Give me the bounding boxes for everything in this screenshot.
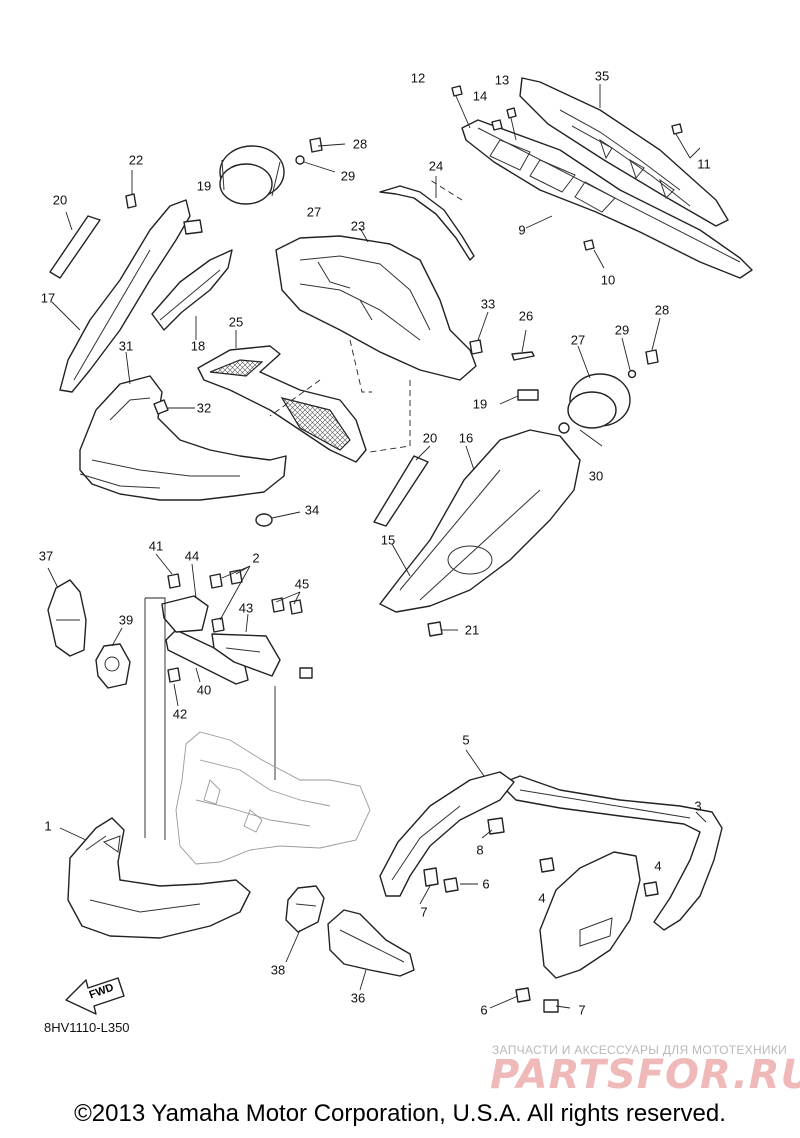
callout-31[interactable]: 31 [118, 338, 134, 354]
cowling-outer-panel-35 [519, 77, 729, 227]
callout-28-upper[interactable]: 28 [352, 136, 368, 152]
bracket-39 [95, 643, 131, 689]
decal-20-right [373, 455, 429, 527]
callout-28-right[interactable]: 28 [654, 302, 670, 318]
callout-24[interactable]: 24 [428, 158, 444, 174]
callout-39[interactable]: 39 [118, 612, 134, 628]
callout-41[interactable]: 41 [148, 538, 164, 554]
callout-20-left[interactable]: 20 [52, 192, 68, 208]
guard-bar-3 [499, 775, 723, 931]
callout-33[interactable]: 33 [480, 296, 496, 312]
callout-13[interactable]: 13 [494, 72, 510, 88]
callout-23[interactable]: 23 [350, 218, 366, 234]
pad-19-left [183, 219, 203, 235]
callout-4-lower[interactable]: 4 [538, 890, 546, 906]
side-cover-15-16 [379, 429, 581, 613]
bolts-2-41-42-45 [167, 565, 313, 683]
callout-26[interactable]: 26 [518, 308, 534, 324]
callout-6-lower[interactable]: 6 [480, 1002, 488, 1018]
mesh-panel-25 [197, 345, 367, 463]
callout-38[interactable]: 38 [270, 962, 286, 978]
bolt-28-washer-29 [295, 137, 346, 173]
callout-25[interactable]: 25 [228, 314, 244, 330]
callout-19-left[interactable]: 19 [196, 178, 212, 194]
leader-lines-stays [144, 597, 276, 840]
callout-22[interactable]: 22 [128, 152, 144, 168]
forward-arrow-icon: FWD [65, 977, 125, 1015]
callout-4-guard[interactable]: 4 [654, 858, 662, 874]
callout-12[interactable]: 12 [410, 70, 426, 86]
callout-7-upper[interactable]: 7 [420, 904, 428, 920]
callout-10[interactable]: 10 [600, 272, 616, 288]
callout-27-upper[interactable]: 27 [306, 204, 322, 220]
cover-38 [285, 885, 325, 933]
inner-panel-23 [275, 235, 477, 381]
side-guard-5 [379, 771, 515, 897]
callout-14[interactable]: 14 [472, 88, 488, 104]
callout-20-right[interactable]: 20 [422, 430, 438, 446]
copyright-notice: ©2013 Yamaha Motor Corporation, U.S.A. A… [74, 1100, 726, 1127]
diagram-code: 8HV1110-L350 [44, 1020, 130, 1035]
pad-19-right [517, 389, 539, 401]
callout-11[interactable]: 11 [697, 156, 711, 172]
watermark-logo: PARTSFOR.RU [490, 1052, 800, 1098]
screws-26-28-29-30-33-21 [427, 339, 659, 637]
callout-17[interactable]: 17 [40, 290, 56, 306]
callout-37[interactable]: 37 [38, 548, 54, 564]
front-cowling-1 [67, 817, 251, 939]
callout-44[interactable]: 44 [184, 548, 200, 564]
bolt-22 [125, 170, 137, 209]
air-duct-27-right [567, 373, 631, 429]
rod-24 [379, 185, 475, 261]
callout-7-lower[interactable]: 7 [578, 1002, 586, 1018]
callout-15[interactable]: 15 [380, 532, 396, 548]
frame-ghost [175, 731, 371, 865]
decal-20-left [49, 215, 101, 279]
callout-leaders [47, 84, 707, 1009]
callout-40[interactable]: 40 [196, 682, 212, 698]
air-duct-27 [219, 145, 285, 205]
callout-35[interactable]: 35 [594, 68, 610, 84]
cover-36 [327, 909, 415, 977]
side-panel-17 [59, 199, 191, 393]
callout-8[interactable]: 8 [476, 842, 484, 858]
callout-43[interactable]: 43 [238, 600, 254, 616]
grommet-34 [255, 511, 301, 527]
callout-30[interactable]: 30 [588, 468, 604, 484]
callout-34[interactable]: 34 [304, 502, 320, 518]
callout-19-right[interactable]: 19 [472, 396, 488, 412]
callout-21[interactable]: 21 [464, 622, 480, 638]
callout-27-right[interactable]: 27 [570, 332, 586, 348]
cowling-inner-panel-9 [461, 119, 753, 279]
callout-1[interactable]: 1 [44, 818, 52, 834]
callout-42[interactable]: 42 [172, 706, 188, 722]
callout-5[interactable]: 5 [462, 732, 470, 748]
callout-16[interactable]: 16 [458, 430, 474, 446]
callout-36[interactable]: 36 [350, 990, 366, 1006]
cover-18 [151, 249, 233, 331]
callout-29-upper[interactable]: 29 [340, 168, 356, 184]
callout-3[interactable]: 3 [694, 798, 702, 814]
callout-2[interactable]: 2 [252, 550, 260, 566]
screws-12-13-14 [451, 85, 691, 251]
callout-29-right[interactable]: 29 [614, 322, 630, 338]
callout-18[interactable]: 18 [190, 338, 206, 354]
guard-cover-right [539, 851, 641, 979]
callout-6-upper[interactable]: 6 [482, 876, 490, 892]
bracket-37 [47, 579, 87, 657]
clip-32 [153, 399, 195, 415]
callout-9[interactable]: 9 [518, 222, 526, 238]
stay-40-bracket-43-44 [161, 595, 281, 685]
callout-45[interactable]: 45 [294, 576, 310, 592]
air-duct-31 [79, 375, 287, 501]
callout-32[interactable]: 32 [196, 400, 212, 416]
dashed-guides-center [269, 179, 463, 453]
watermark-tagline: ЗАПЧАСТИ И АКСЕССУАРЫ ДЛЯ МОТОТЕХНИКИ [492, 1043, 788, 1057]
